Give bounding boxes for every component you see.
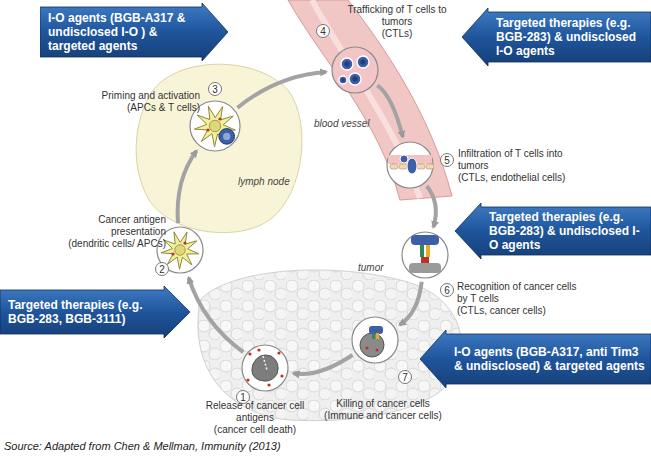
banner-text: I-O agents (BGB-A317, anti Tim3 & undisc… <box>454 345 645 373</box>
cycle-arrow <box>294 355 353 374</box>
step-title: Cancer antigen presentation <box>48 214 166 238</box>
region-label: blood vessel <box>314 118 370 129</box>
cycle-arrow <box>238 72 327 108</box>
cycle-step-circle: 2Cancer antigen presentation(dendritic c… <box>156 226 204 274</box>
callout-number: 2 <box>155 262 169 276</box>
source-caption: Source: Adapted from Chen & Mellman, Imm… <box>4 440 281 452</box>
therapy-arrow-banner: Targeted therapies (e.g. BGB-283) & undi… <box>462 8 651 66</box>
step-title: Trafficking of T cells to tumors <box>338 4 456 28</box>
step-label: Recognition of cancer cells by T cells(C… <box>457 281 577 317</box>
step-illustration <box>331 46 379 94</box>
step-subtitle: (dendritic cells/ APCs) <box>48 238 166 250</box>
cycle-step-circle: 5Infiltration of T cells into tumors(CTL… <box>386 141 434 189</box>
step-title: Killing of cancer cells <box>318 398 448 410</box>
step-subtitle: (cancer cell death) <box>190 424 320 436</box>
cycle-step-circle: 6Recognition of cancer cells by T cells(… <box>401 231 449 279</box>
blood-vessel <box>288 0 452 200</box>
step-label: Cancer antigen presentation(dendritic ce… <box>48 214 166 250</box>
region-label: lymph node <box>238 176 290 187</box>
callout-number: 3 <box>208 82 222 96</box>
step-subtitle: (CTLs, endothelial cells) <box>458 172 578 184</box>
cycle-arrow <box>427 186 436 227</box>
callout-number: 4 <box>316 24 330 38</box>
callout-number: 6 <box>440 283 454 297</box>
therapy-arrow-banner: Targeted therapies (e.g. BGB-283, BGB-31… <box>0 286 190 338</box>
step-title: Recognition of cancer cells by T cells <box>457 281 577 305</box>
cycle-step-circle: 1Release of cancer cell antigens(cancer … <box>241 344 289 392</box>
cycle-arrow <box>377 85 403 137</box>
step-label: Killing of cancer cells(Immune and cance… <box>318 398 448 422</box>
step-label: Priming and activation(APCs & T cells) <box>92 90 200 114</box>
step-illustration <box>401 231 449 279</box>
step-illustration <box>351 316 399 364</box>
cycle-step-circle: 3Priming and activation(APCs & T cells) <box>189 100 241 152</box>
callout-number: 5 <box>440 153 454 167</box>
cycle-arrow <box>400 282 422 325</box>
step-label: Trafficking of T cells to tumors(CTLs) <box>338 4 456 40</box>
banner-text: Targeted therapies (e.g. BGB-283) & undi… <box>496 16 645 58</box>
step-illustration <box>386 141 434 189</box>
therapy-arrow-banner: Targeted therapies (e.g. BGB-283) & undi… <box>455 203 651 259</box>
step-subtitle: (Immune and cancer cells) <box>318 410 448 422</box>
step-label: Infiltration of T cells into tumors(CTLs… <box>458 148 578 184</box>
step-subtitle: (CTLs, cancer cells) <box>457 305 577 317</box>
step-label: Release of cancer cell antigens(cancer c… <box>190 400 320 436</box>
cycle-step-circle: 7Killing of cancer cells(Immune and canc… <box>351 316 399 364</box>
step-subtitle: (CTLs) <box>338 28 456 40</box>
lymph-node <box>136 64 302 232</box>
region-label: tumor <box>358 262 384 273</box>
step-title: Infiltration of T cells into tumors <box>458 148 578 172</box>
banner-text: Targeted therapies (e.g. BGB-283, BGB-31… <box>8 298 158 326</box>
banner-text: I-O agents (BGB-A317 & undisclosed I-O )… <box>48 11 196 53</box>
step-title: Release of cancer cell antigens <box>190 400 320 424</box>
step-subtitle: (APCs & T cells) <box>92 102 200 114</box>
step-title: Priming and activation <box>92 90 200 102</box>
therapy-arrow-banner: I-O agents (BGB-A317 & undisclosed I-O )… <box>40 3 228 61</box>
therapy-arrow-banner: I-O agents (BGB-A317, anti Tim3 & undisc… <box>420 330 651 388</box>
banner-text: Targeted therapies (e.g. BGB-283) & undi… <box>489 210 645 252</box>
step-illustration <box>241 344 289 392</box>
callout-number: 7 <box>398 370 412 384</box>
cycle-arrow <box>189 278 244 352</box>
cycle-step-circle: 4Trafficking of T cells to tumors(CTLs) <box>331 46 379 94</box>
cycle-arrow <box>178 151 197 223</box>
